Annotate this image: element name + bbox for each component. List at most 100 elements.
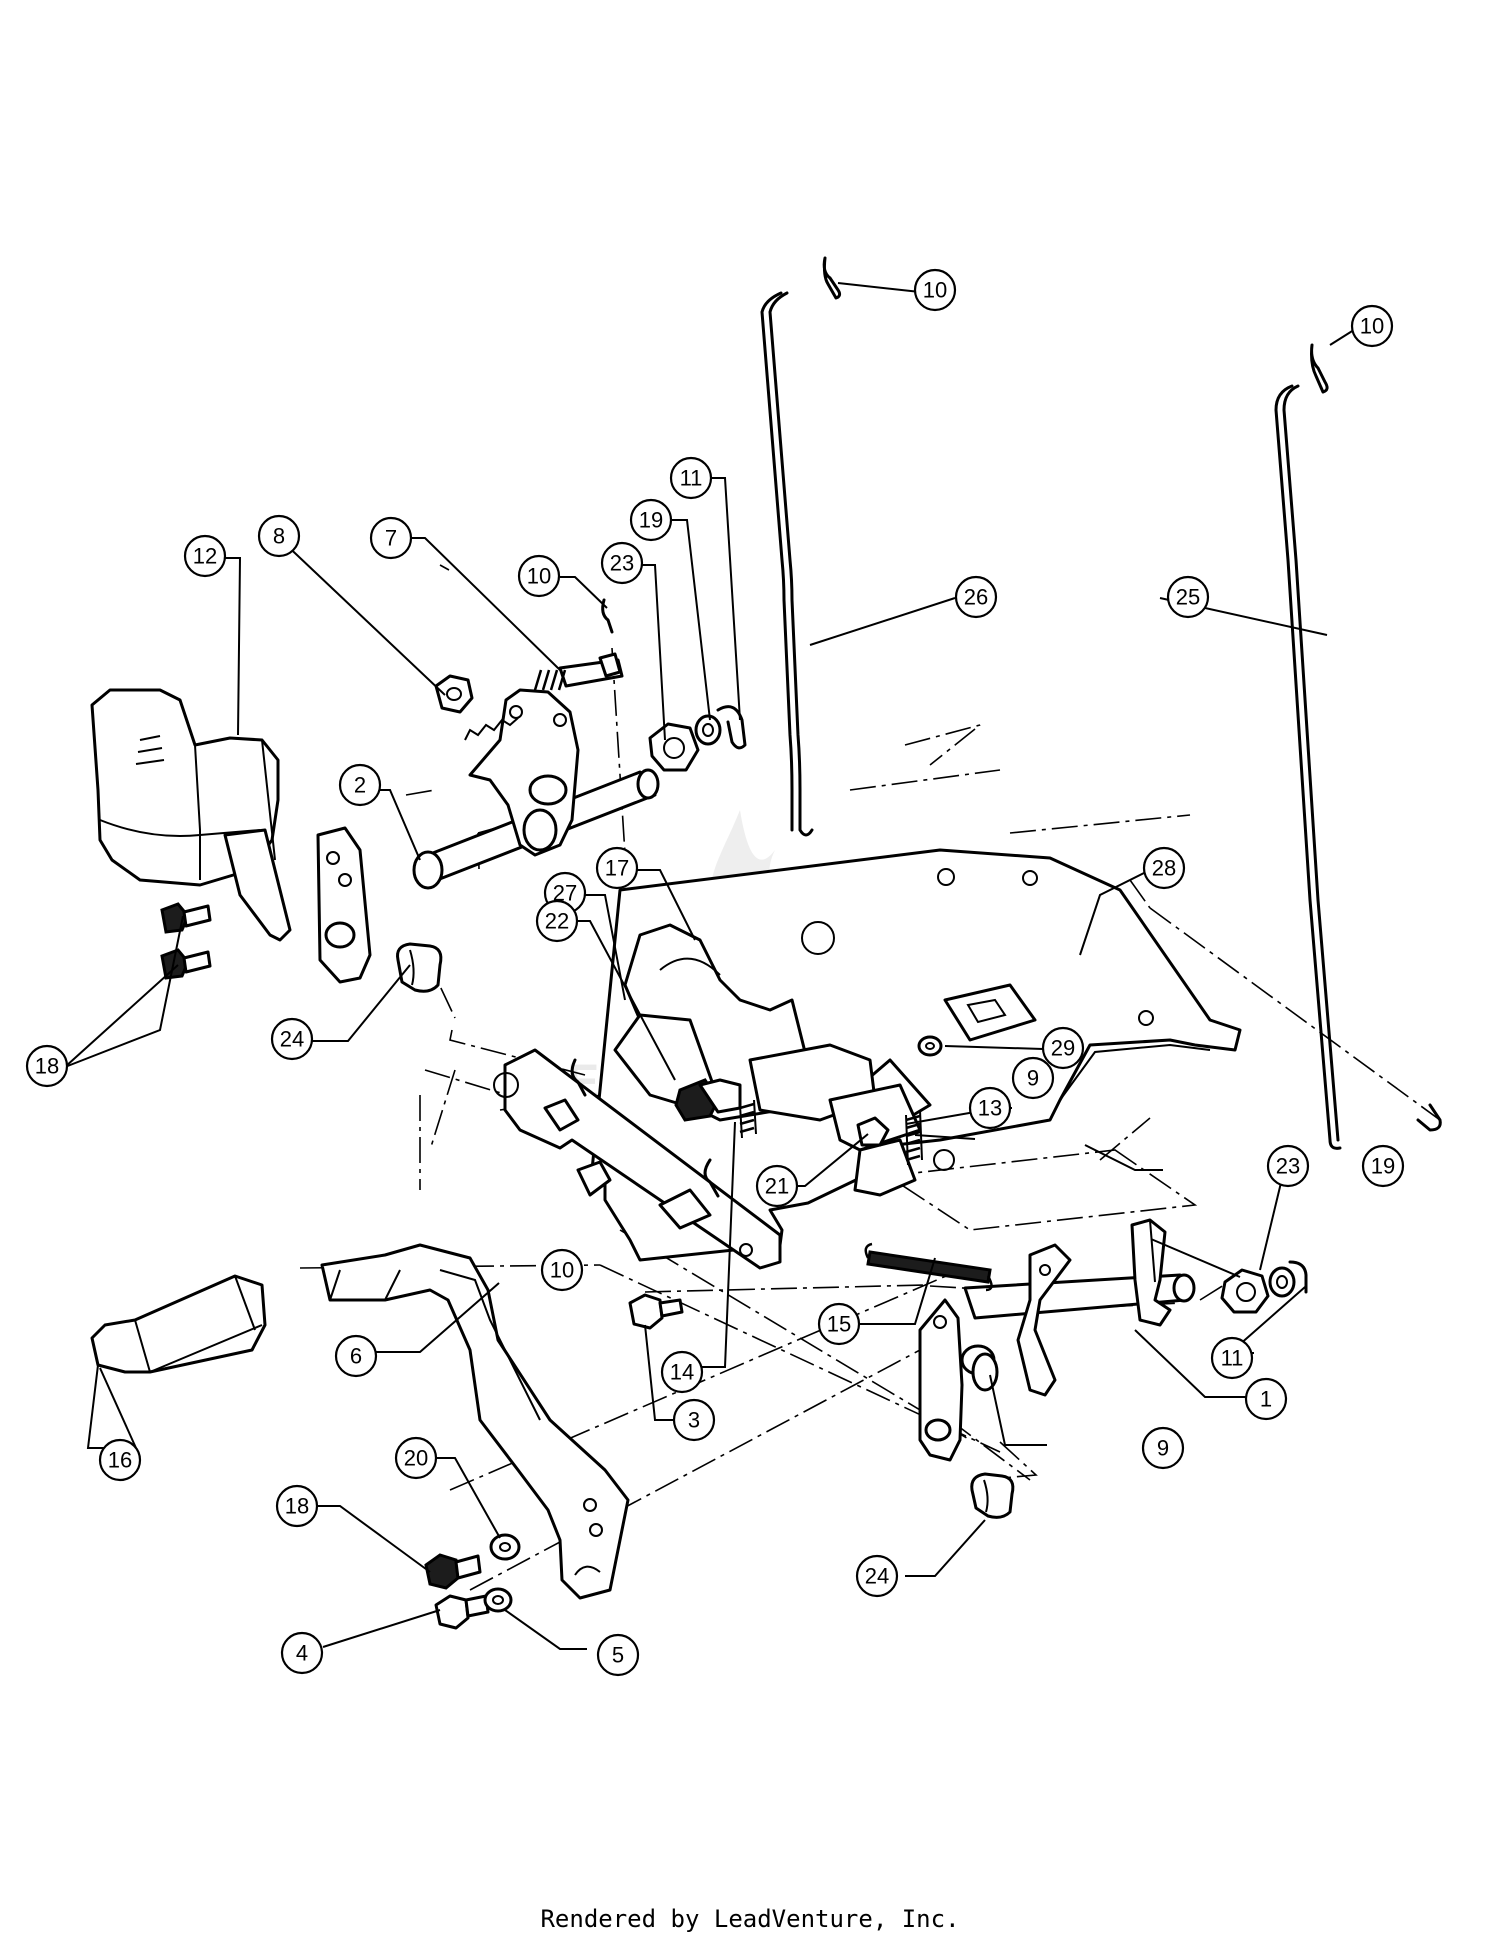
bolt-18-lower bbox=[424, 1553, 482, 1590]
svg-text:8: 8 bbox=[273, 524, 285, 549]
bushing-24-left bbox=[396, 942, 443, 993]
callout-9: 9 bbox=[1011, 1056, 1055, 1100]
footer-credit: Rendered by LeadVenture, Inc. bbox=[540, 1905, 960, 1933]
callout-15: 15 bbox=[817, 1302, 861, 1346]
callout-13: 13 bbox=[968, 1086, 1012, 1130]
callout-22: 22 bbox=[535, 899, 579, 943]
pedal-arm-12 bbox=[223, 828, 292, 942]
clip-10-right bbox=[1310, 343, 1329, 394]
svg-text:5: 5 bbox=[612, 1643, 624, 1668]
callout-26: 26 bbox=[954, 575, 998, 619]
callout-9: 9 bbox=[1141, 1426, 1185, 1470]
leader-lines bbox=[64, 282, 1358, 1650]
pin-11-top bbox=[716, 705, 747, 750]
washer-19-top bbox=[694, 714, 722, 746]
svg-text:17: 17 bbox=[605, 856, 629, 881]
bar-10-left bbox=[493, 1048, 782, 1270]
arm-1-right bbox=[1016, 1243, 1072, 1397]
nut-8 bbox=[434, 674, 474, 714]
svg-text:7: 7 bbox=[385, 526, 397, 551]
svg-text:10: 10 bbox=[527, 564, 551, 589]
callout-20: 20 bbox=[394, 1436, 438, 1480]
callout-18: 18 bbox=[25, 1044, 69, 1088]
callout-12: 12 bbox=[183, 534, 227, 578]
svg-text:9: 9 bbox=[1027, 1066, 1039, 1091]
callout-10: 10 bbox=[913, 268, 957, 312]
callout-21: 21 bbox=[755, 1164, 799, 1208]
washer-5 bbox=[483, 1587, 513, 1613]
svg-text:28: 28 bbox=[1152, 856, 1176, 881]
rod-25 bbox=[1274, 384, 1442, 1150]
svg-text:12: 12 bbox=[193, 544, 217, 569]
bushing-24-right bbox=[970, 1472, 1015, 1519]
callout-17: 17 bbox=[595, 846, 639, 890]
svg-text:14: 14 bbox=[670, 1360, 694, 1385]
pedal-arm-6 bbox=[320, 1243, 630, 1600]
callout-14: 14 bbox=[660, 1350, 704, 1394]
callout-10: 10 bbox=[1350, 304, 1394, 348]
nut-4 bbox=[434, 1594, 490, 1630]
svg-text:23: 23 bbox=[1276, 1154, 1300, 1179]
svg-text:20: 20 bbox=[404, 1446, 428, 1471]
clip-10-lower bbox=[570, 1058, 720, 1198]
callout-1: 1 bbox=[1244, 1377, 1288, 1421]
callout-6: 6 bbox=[334, 1334, 378, 1378]
svg-text:19: 19 bbox=[639, 508, 663, 533]
callout-24: 24 bbox=[855, 1554, 899, 1598]
svg-text:13: 13 bbox=[978, 1096, 1002, 1121]
nut-22 bbox=[674, 1078, 742, 1122]
svg-text:11: 11 bbox=[1221, 1346, 1244, 1371]
svg-text:19: 19 bbox=[1371, 1154, 1395, 1179]
arm-1-left bbox=[918, 1298, 964, 1462]
pin-11-right bbox=[1288, 1260, 1308, 1294]
svg-text:18: 18 bbox=[285, 1494, 309, 1519]
shaft-1 bbox=[963, 1273, 1196, 1320]
callout-19: 19 bbox=[629, 498, 673, 542]
svg-text:21: 21 bbox=[765, 1174, 789, 1199]
callout-7: 7 bbox=[369, 516, 413, 560]
svg-text:1: 1 bbox=[1260, 1387, 1272, 1412]
callout-4: 4 bbox=[280, 1631, 324, 1675]
callout-8: 8 bbox=[257, 514, 301, 558]
svg-text:10: 10 bbox=[923, 278, 947, 303]
callout-19: 19 bbox=[1361, 1144, 1405, 1188]
svg-text:6: 6 bbox=[350, 1344, 362, 1369]
svg-text:18: 18 bbox=[35, 1054, 59, 1079]
callout-25: 25 bbox=[1166, 575, 1210, 619]
svg-text:23: 23 bbox=[610, 551, 634, 576]
ratchet-plate bbox=[464, 688, 580, 857]
svg-text:10: 10 bbox=[550, 1258, 574, 1283]
svg-text:16: 16 bbox=[108, 1448, 132, 1473]
pedal-grip-16 bbox=[90, 1274, 267, 1374]
washer-19-right bbox=[1268, 1266, 1296, 1298]
callout-16: 16 bbox=[98, 1438, 142, 1482]
callout-2: 2 bbox=[338, 763, 382, 807]
svg-text:15: 15 bbox=[827, 1312, 851, 1337]
plate-28 bbox=[590, 848, 1242, 1262]
nut-23-right bbox=[1220, 1268, 1270, 1314]
callout-23: 23 bbox=[1266, 1144, 1310, 1188]
bolt-3 bbox=[628, 1293, 684, 1330]
svg-text:25: 25 bbox=[1176, 585, 1200, 610]
spring-15 bbox=[864, 1242, 993, 1292]
svg-text:11: 11 bbox=[680, 466, 703, 491]
spring-14 bbox=[739, 1099, 757, 1139]
callout-10: 10 bbox=[540, 1248, 584, 1292]
svg-text:26: 26 bbox=[964, 585, 988, 610]
callout-23: 23 bbox=[600, 541, 644, 585]
washer-20 bbox=[489, 1533, 521, 1561]
svg-text:24: 24 bbox=[280, 1027, 304, 1052]
svg-text:9: 9 bbox=[1157, 1436, 1169, 1461]
callouts: 10 10 11 19 26 25 12 8 7 10 23 2 28 27 1… bbox=[25, 268, 1405, 1677]
callout-3: 3 bbox=[672, 1398, 716, 1442]
callout-18: 18 bbox=[275, 1484, 319, 1528]
washer-29 bbox=[917, 1035, 943, 1057]
rod-26 bbox=[760, 291, 814, 837]
bolt-7 bbox=[533, 652, 624, 691]
svg-text:29: 29 bbox=[1051, 1036, 1075, 1061]
callout-24: 24 bbox=[270, 1017, 314, 1061]
bolts-18-left bbox=[160, 902, 212, 980]
arm-1-upper bbox=[1130, 1218, 1172, 1327]
nut-23-top bbox=[648, 722, 700, 772]
